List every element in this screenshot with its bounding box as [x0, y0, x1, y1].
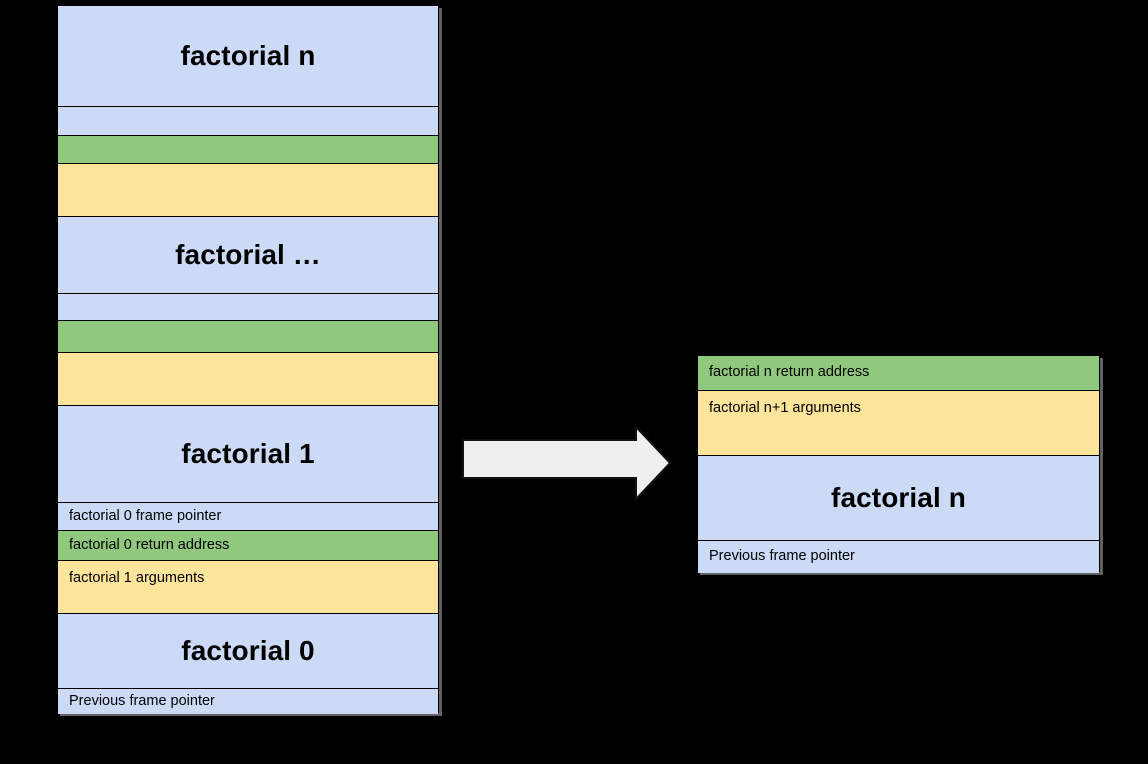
row-label: Previous frame pointer	[69, 692, 215, 709]
row-label: factorial 0 return address	[69, 536, 230, 553]
detail-row-previous-frame-pointer: Previous frame pointer	[698, 541, 1099, 573]
detail-row-factorial-n: factorial n	[698, 456, 1099, 541]
stack-row-factorial-0-return-address: factorial 0 return address	[58, 531, 438, 561]
stack-row-previous-frame-pointer: Previous frame pointer	[58, 689, 438, 714]
stack-row-factorial-ellipsis: factorial …	[58, 217, 438, 294]
stack-row-factorial-0: factorial 0	[58, 614, 438, 689]
full-recursive-stack: factorial n factorial … factorial 1 fact…	[57, 5, 439, 714]
stack-row-frame-pointer-n	[58, 107, 438, 136]
stack-row-factorial-1-arguments: factorial 1 arguments	[58, 561, 438, 614]
stack-row-arguments-mid	[58, 353, 438, 406]
stack-row-return-address-n	[58, 136, 438, 164]
row-label: factorial n	[831, 481, 966, 513]
stack-row-frame-pointer-mid	[58, 294, 438, 321]
detail-row-return-address: factorial n return address	[698, 356, 1099, 391]
row-label: Previous frame pointer	[709, 548, 855, 565]
row-label: factorial 0	[181, 634, 315, 666]
stack-row-return-address-mid	[58, 321, 438, 353]
row-label: factorial n return address	[709, 364, 870, 381]
row-label: factorial 0 frame pointer	[69, 507, 222, 524]
row-label: factorial 1 arguments	[69, 570, 205, 586]
row-label: factorial n+1 arguments	[709, 400, 861, 416]
stack-row-factorial-n: factorial n	[58, 6, 438, 107]
stack-row-arguments-n	[58, 164, 438, 217]
stack-row-factorial-0-frame-pointer: factorial 0 frame pointer	[58, 503, 438, 531]
row-label: factorial 1	[181, 437, 315, 469]
single-frame-detail: factorial n return address factorial n+1…	[697, 355, 1100, 573]
row-label: factorial n	[180, 39, 316, 71]
right-block-arrow	[458, 420, 678, 506]
row-label: factorial …	[175, 238, 321, 270]
detail-row-arguments: factorial n+1 arguments	[698, 391, 1099, 456]
right-arrow-icon	[462, 424, 672, 502]
stack-row-factorial-1: factorial 1	[58, 406, 438, 503]
